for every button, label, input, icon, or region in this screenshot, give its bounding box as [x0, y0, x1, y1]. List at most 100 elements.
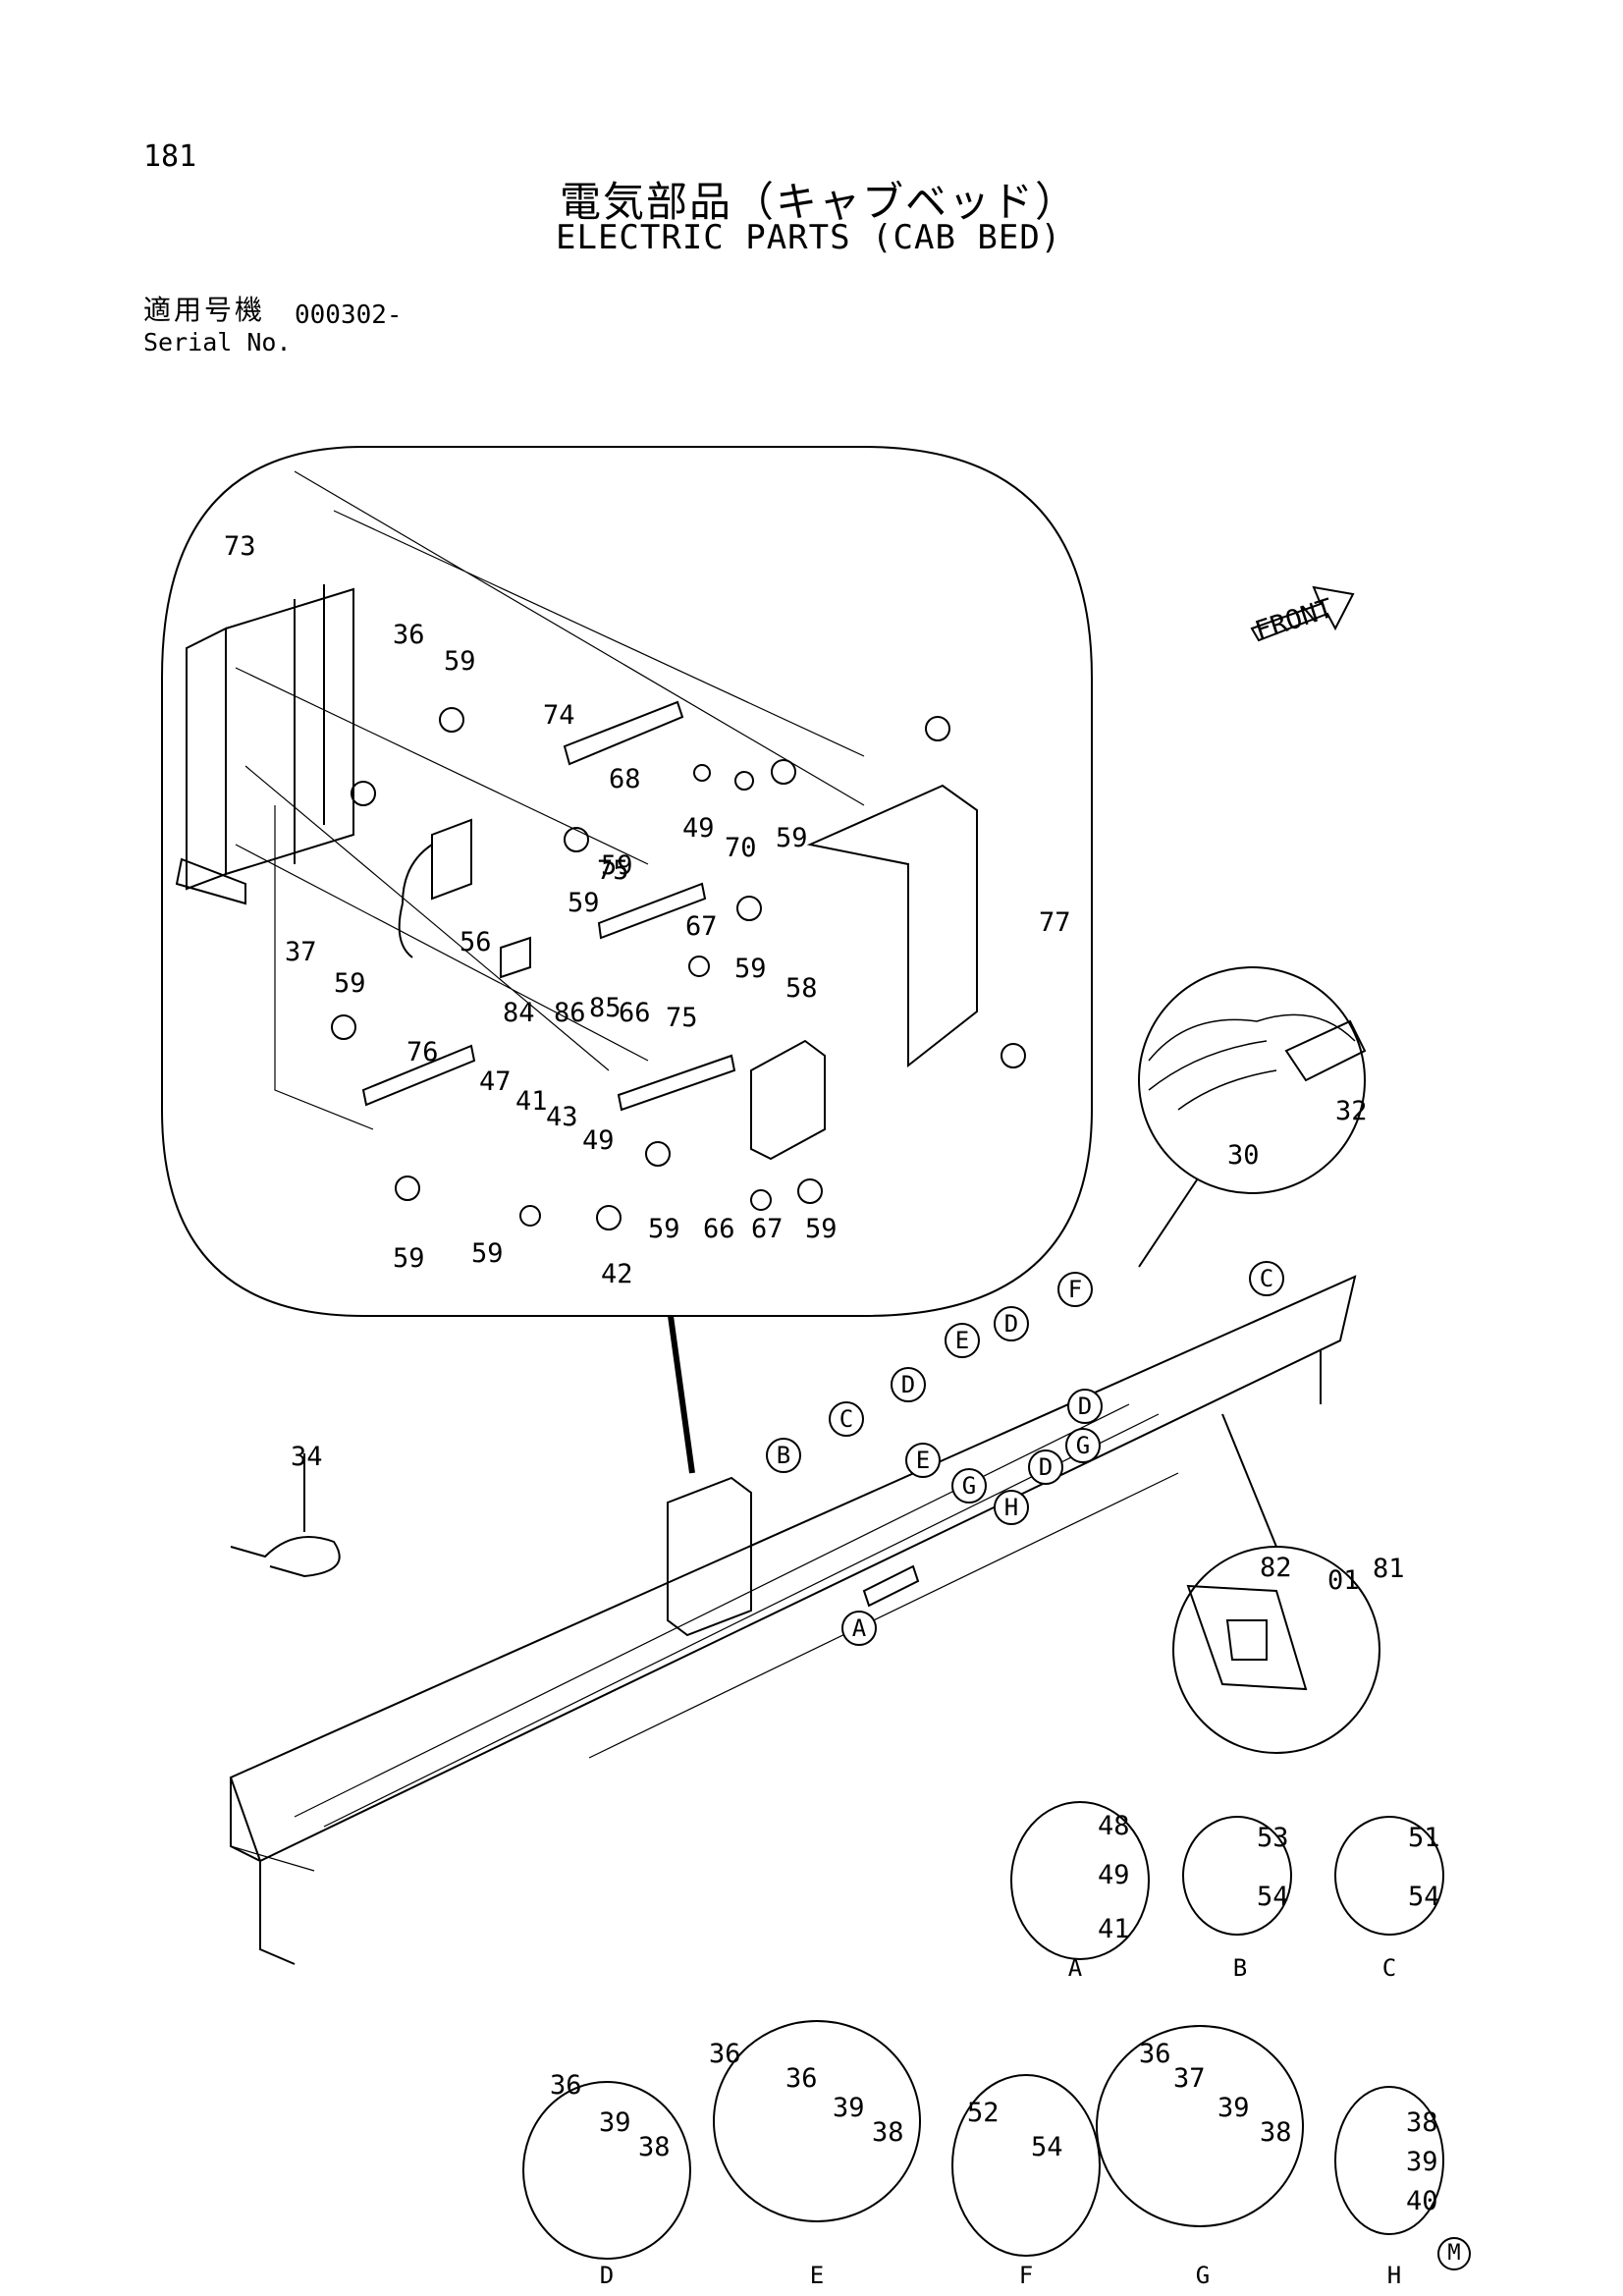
cab-bed-body: [229, 1275, 1357, 1965]
detail-g: [1096, 2025, 1304, 2227]
detail-part-label: 36: [709, 2039, 741, 2069]
part-label: 43: [546, 1102, 578, 1132]
part-label: 59: [568, 888, 600, 918]
part-label: 59: [471, 1238, 504, 1269]
part-label: 74: [543, 700, 575, 731]
part-label: 49: [682, 813, 715, 844]
detail-part-label: 39: [599, 2107, 631, 2138]
part-label: 49: [582, 1125, 615, 1156]
detail-part-label: 52: [967, 2098, 1000, 2128]
detail-part-label: 39: [1406, 2147, 1438, 2177]
serial-label-english: Serial No.: [143, 328, 292, 356]
part-label: 59: [444, 646, 476, 677]
detail-circles: [522, 1801, 1444, 2260]
detail-part-label: 40: [1406, 2186, 1438, 2216]
part-label: 77: [1039, 907, 1071, 938]
callout-circle: [891, 1367, 926, 1402]
relay-56: [398, 818, 472, 958]
terminal-block: [862, 1564, 920, 1608]
callout-circle: [1057, 1272, 1093, 1307]
plate-75-lower: [617, 1054, 736, 1112]
callout-letter: G: [962, 1472, 976, 1500]
front-arrow: [1250, 585, 1355, 642]
part-label: 75: [597, 855, 629, 886]
callout-letter: C: [1260, 1265, 1273, 1292]
detail-d: [522, 2081, 691, 2260]
part-label: 41: [515, 1086, 548, 1117]
corner-mark: M: [1437, 2237, 1471, 2270]
callout-circle: [841, 1611, 877, 1646]
callout-letter: B: [777, 1442, 790, 1469]
serial-label-japanese: 適用号機: [143, 294, 266, 326]
part-label: 59: [805, 1214, 838, 1244]
plate-76: [361, 1044, 476, 1107]
detail-part-label: 38: [638, 2132, 671, 2162]
part-label: 42: [601, 1259, 633, 1289]
detail-part-label: 37: [1173, 2063, 1206, 2094]
part-label: 56: [460, 927, 492, 957]
detail-part-label: 53: [1257, 1823, 1289, 1853]
callout-letter: E: [955, 1327, 969, 1354]
part-label: 66: [619, 998, 651, 1028]
detail-letter: H: [1387, 2262, 1401, 2289]
detail-frame-main: [161, 446, 1093, 1317]
callout-circle: [829, 1401, 864, 1437]
part-label: 84: [503, 998, 535, 1028]
callout-letter: H: [1004, 1494, 1018, 1521]
callout-letter: E: [916, 1447, 930, 1474]
detail-part-label: 38: [872, 2117, 904, 2148]
part-label: 30: [1227, 1140, 1260, 1171]
part-label: 75: [666, 1003, 698, 1033]
detail-letter: D: [600, 2262, 614, 2289]
detail-part-label: 39: [1217, 2093, 1250, 2123]
detail-h: [1334, 2086, 1444, 2235]
plate-74: [563, 700, 684, 766]
part-label: 73: [224, 531, 256, 562]
part-label: 32: [1335, 1096, 1368, 1126]
unit-58: [750, 1039, 826, 1161]
part-label: 85: [589, 993, 622, 1023]
serial-value: 000302-: [295, 301, 403, 330]
detail-part-label: 41: [1098, 1914, 1130, 1944]
callout-letter: F: [1068, 1276, 1082, 1303]
callout-circle: [1067, 1389, 1103, 1424]
title-japanese: 電気部品（キャブベッド）: [560, 178, 1079, 226]
part-label: 86: [554, 998, 586, 1028]
detail-part-label: 48: [1098, 1811, 1130, 1841]
detail-b: [1182, 1816, 1292, 1936]
plate-84: [500, 936, 531, 979]
part-label: 67: [751, 1214, 784, 1244]
detail-part-label: 38: [1260, 2117, 1292, 2148]
detail-letter: F: [1019, 2262, 1033, 2289]
detail-part-label: 39: [833, 2093, 865, 2123]
front-label: FRONT: [1252, 593, 1337, 647]
detail-part-label: 36: [1139, 2039, 1171, 2069]
detail-part-label: 54: [1408, 1882, 1440, 1912]
callout-letter: D: [1039, 1453, 1053, 1481]
detail-circle-harness: [1138, 966, 1366, 1194]
detail-part-label: 54: [1257, 1882, 1289, 1912]
detail-letter: G: [1196, 2262, 1210, 2289]
callout-circle: [1249, 1261, 1284, 1296]
callout-circle: [905, 1443, 941, 1478]
cable-tie-34: [230, 1536, 341, 1578]
part-label: 59: [601, 850, 633, 881]
part-label: 68: [609, 764, 641, 794]
page-number: 181: [143, 139, 197, 174]
title-english: ELECTRIC PARTS (CAB BED): [556, 218, 1062, 257]
part-label: 59: [734, 954, 767, 984]
detail-letter: A: [1068, 1954, 1083, 1982]
callout-circle: [1065, 1428, 1101, 1463]
harness-unit: [667, 1476, 752, 1637]
part-label: 70: [725, 833, 757, 863]
detail-part-label: 36: [785, 2063, 818, 2094]
callout-letter: C: [839, 1405, 853, 1433]
part-label: 67: [685, 911, 718, 942]
callout-letter: D: [901, 1371, 915, 1398]
detail-letter: B: [1233, 1954, 1247, 1982]
callout-circle: [951, 1468, 987, 1503]
cover-77: [806, 784, 978, 1068]
callout-letter: G: [1076, 1432, 1090, 1459]
callout-circle: [766, 1438, 801, 1473]
